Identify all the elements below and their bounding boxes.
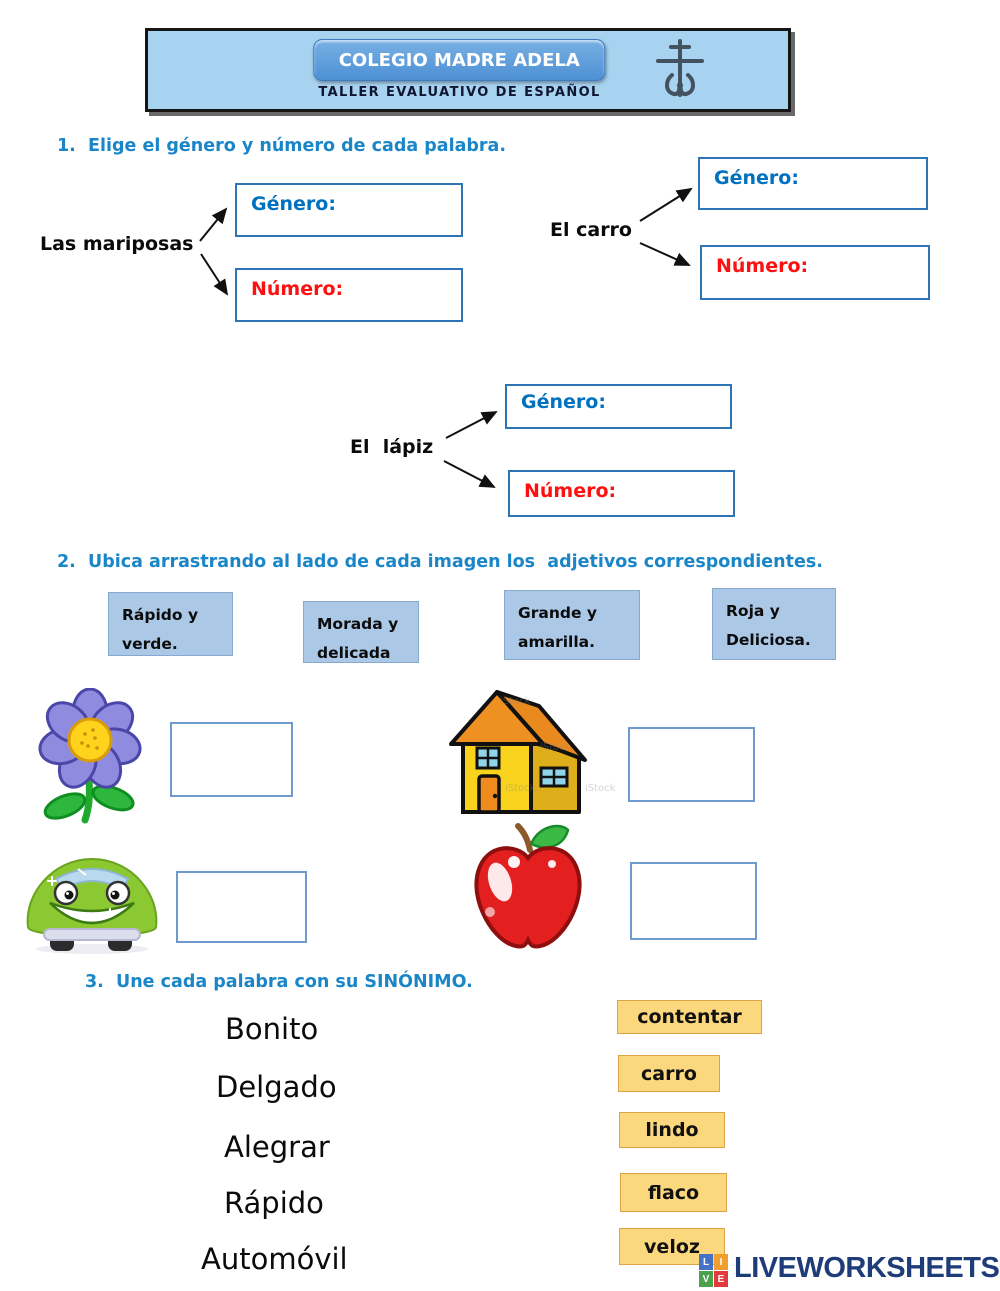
match-word-automovil[interactable]: Automóvil bbox=[201, 1242, 348, 1276]
chip-line: delicada bbox=[317, 644, 391, 663]
numero-label: Número: bbox=[524, 480, 617, 502]
arrow-mariposas-numero bbox=[200, 253, 229, 296]
answer-box-apple[interactable] bbox=[630, 862, 757, 940]
chip-line: Deliciosa. bbox=[726, 631, 811, 650]
chip-line: verde. bbox=[122, 635, 178, 654]
adjective-chip-rapido-verde[interactable]: Rápido y verde. bbox=[108, 592, 233, 656]
watermark-text: iStock bbox=[500, 696, 531, 707]
numero-label: Número: bbox=[716, 255, 809, 277]
arrow-carro-numero bbox=[639, 242, 691, 266]
chip-line: amarilla. bbox=[518, 633, 596, 652]
liveworksheets-logo-icon: L I V E bbox=[699, 1254, 728, 1287]
school-name: COLEGIO MADRE ADELA bbox=[338, 49, 580, 71]
answer-box-house[interactable] bbox=[628, 727, 755, 802]
chip-line: Rápido y bbox=[122, 606, 199, 624]
arrow-lapiz-genero bbox=[445, 411, 498, 439]
match-word-alegrar[interactable]: Alegrar bbox=[224, 1130, 330, 1164]
synonym-chip-contentar[interactable]: contentar bbox=[617, 1000, 762, 1034]
match-word-rapido[interactable]: Rápido bbox=[224, 1186, 324, 1220]
match-word-delgado[interactable]: Delgado bbox=[216, 1070, 337, 1104]
numero-box-mariposas[interactable]: Número: bbox=[235, 268, 463, 322]
watermark-text: iStock bbox=[540, 742, 571, 753]
match-word-bonito[interactable]: Bonito bbox=[225, 1012, 319, 1046]
worksheet-subtitle: TALLER EVALUATIVO DE ESPAÑOL bbox=[318, 85, 601, 100]
section2-title: 2. Ubica arrastrando al lado de cada ima… bbox=[57, 552, 823, 572]
car-image bbox=[22, 845, 162, 957]
house-image bbox=[443, 680, 591, 828]
word-las-mariposas: Las mariposas bbox=[40, 233, 194, 255]
logo-letter: V bbox=[699, 1271, 713, 1287]
genero-label: Género: bbox=[521, 391, 606, 413]
genero-box-lapiz[interactable]: Género: bbox=[505, 384, 732, 429]
adjective-chip-roja-deliciosa[interactable]: Roja y Deliciosa. bbox=[712, 588, 836, 660]
flower-image bbox=[25, 688, 155, 828]
adjective-chip-morada-delicada[interactable]: Morada y delicada bbox=[303, 601, 419, 663]
word-el-carro: El carro bbox=[550, 219, 632, 241]
genero-box-carro[interactable]: Género: bbox=[698, 157, 928, 210]
numero-box-lapiz[interactable]: Número: bbox=[508, 470, 735, 517]
watermark-text: iStock bbox=[505, 783, 536, 794]
header-banner: COLEGIO MADRE ADELA TALLER EVALUATIVO DE… bbox=[145, 28, 791, 112]
section3-title: 3. Une cada palabra con su SINÓNIMO. bbox=[85, 972, 473, 992]
liveworksheets-brand-link[interactable]: LIVEWORKSHEETS bbox=[734, 1252, 1000, 1284]
synonym-chip-carro[interactable]: carro bbox=[618, 1055, 720, 1092]
apple-image bbox=[466, 820, 591, 960]
section1-title: 1. Elige el género y número de cada pala… bbox=[57, 136, 507, 156]
arrow-lapiz-numero bbox=[443, 460, 496, 488]
chip-line: Grande y bbox=[518, 604, 597, 622]
word-el-lapiz: El lápiz bbox=[350, 436, 434, 458]
genero-label: Género: bbox=[714, 167, 799, 189]
synonym-chip-flaco[interactable]: flaco bbox=[620, 1173, 727, 1212]
synonym-chip-lindo[interactable]: lindo bbox=[619, 1112, 725, 1148]
school-cross-logo-icon bbox=[652, 37, 708, 101]
adjective-chip-grande-amarilla[interactable]: Grande y amarilla. bbox=[504, 590, 640, 660]
chip-line: Roja y bbox=[726, 602, 780, 620]
logo-letter: E bbox=[714, 1271, 728, 1287]
arrow-mariposas-genero bbox=[199, 207, 228, 242]
logo-letter: I bbox=[714, 1254, 728, 1270]
answer-box-car[interactable] bbox=[176, 871, 307, 943]
logo-letter: L bbox=[699, 1254, 713, 1270]
chip-line: Morada y bbox=[317, 615, 399, 633]
genero-box-mariposas[interactable]: Género: bbox=[235, 183, 463, 237]
numero-box-carro[interactable]: Número: bbox=[700, 245, 930, 300]
genero-label: Género: bbox=[251, 193, 336, 215]
numero-label: Número: bbox=[251, 278, 344, 300]
watermark-text: iStock bbox=[585, 783, 616, 794]
school-name-button: COLEGIO MADRE ADELA bbox=[313, 39, 606, 81]
arrow-carro-genero bbox=[639, 187, 693, 222]
answer-box-flower[interactable] bbox=[170, 722, 293, 797]
